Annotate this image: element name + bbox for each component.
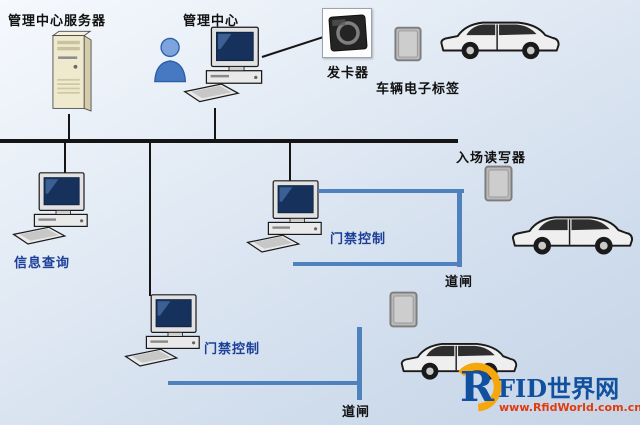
car-icon-top bbox=[437, 13, 563, 63]
logo-r-letter: R bbox=[460, 362, 495, 411]
info-query-drop-line bbox=[64, 143, 66, 175]
vehicle-tag-icon bbox=[394, 26, 422, 62]
entry-reader-icon bbox=[484, 165, 513, 202]
info-query-label: 信息查询 bbox=[14, 256, 71, 271]
card-issuer-label: 发卡器 bbox=[327, 66, 370, 81]
vehicle-tag-label: 车辆电子标签 bbox=[376, 82, 461, 97]
management-pc-icon bbox=[183, 20, 275, 108]
access-control-1-pc-icon bbox=[246, 176, 334, 256]
barrier-1-line-top bbox=[318, 189, 464, 193]
server-drop-line bbox=[68, 114, 70, 140]
card-issuer-icon bbox=[323, 9, 373, 59]
card-issuer-box bbox=[322, 8, 372, 58]
access-control-1-drop-line bbox=[289, 143, 291, 181]
entry-reader-label: 入场读写器 bbox=[456, 151, 527, 166]
access-control-2-drop-line bbox=[149, 143, 151, 296]
management-label: 管理中心 bbox=[183, 14, 240, 29]
barrier-2-line-horizontal bbox=[168, 381, 359, 385]
info-query-pc-icon bbox=[12, 168, 100, 248]
barrier-2-label: 道闸 bbox=[342, 405, 371, 420]
barrier-1-label: 道闸 bbox=[445, 275, 474, 290]
access-control-1-label: 门禁控制 bbox=[330, 232, 387, 247]
logo-url-text: www.RfidWorld.com.cn bbox=[499, 401, 640, 414]
access-control-2-label: 门禁控制 bbox=[204, 342, 261, 357]
reader-icon-bottom bbox=[389, 291, 418, 328]
barrier-2-line-vertical bbox=[357, 327, 362, 400]
logo-name-text: FID世界网 bbox=[498, 374, 620, 403]
rfid-world-logo-icon: R bbox=[450, 360, 504, 414]
server-label: 管理中心服务器 bbox=[8, 14, 107, 29]
barrier-1-line-bottom bbox=[293, 262, 457, 266]
car-icon-middle bbox=[509, 207, 636, 259]
access-control-2-pc-icon bbox=[124, 290, 212, 370]
management-drop-line bbox=[214, 108, 216, 140]
server-icon bbox=[46, 28, 98, 116]
barrier-1-line-vertical bbox=[457, 189, 462, 267]
network-bus-line bbox=[0, 139, 458, 143]
